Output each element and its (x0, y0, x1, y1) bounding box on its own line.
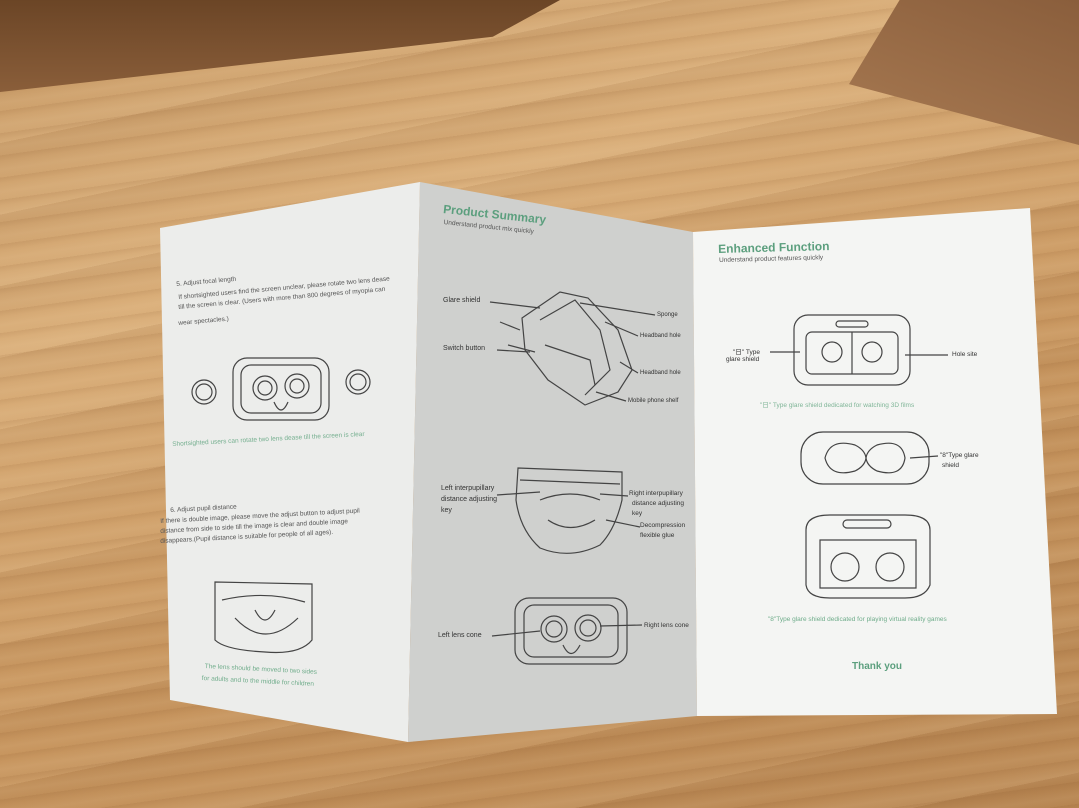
vr-headset-focal-drawing (192, 358, 370, 420)
vr-headset-side-drawing (490, 292, 655, 405)
vr-headset-pupil-drawing (215, 582, 312, 653)
vr-headset-back-drawing (497, 468, 640, 553)
glare-shield-8-drawing (801, 432, 938, 484)
vr-headset-lens-drawing (492, 598, 642, 664)
vr-headset-type8-drawing (806, 515, 930, 598)
vr-headset-typeb-drawing (770, 315, 948, 385)
